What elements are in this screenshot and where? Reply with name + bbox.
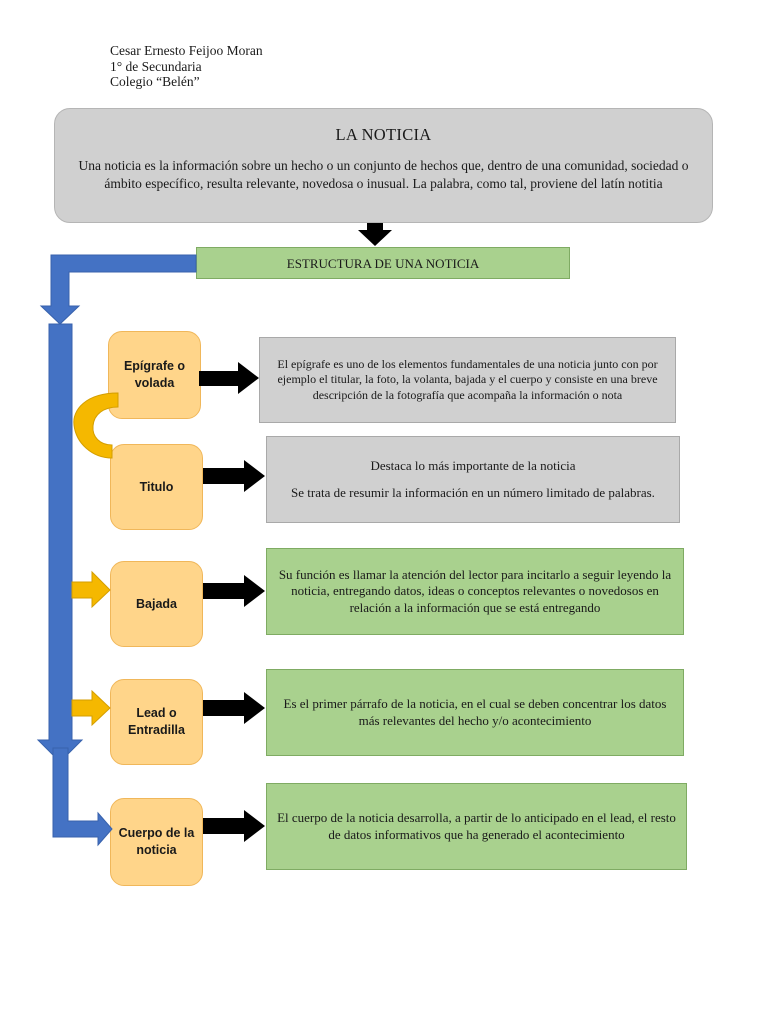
node-lead: Lead o Entradilla: [110, 679, 203, 765]
gold-curve-connector-icon: [73, 392, 119, 459]
desc-text: El cuerpo de la noticia desarrolla, a pa…: [277, 810, 676, 842]
node-cuerpo: Cuerpo de la noticia: [110, 798, 203, 886]
desc-text: Su función es llamar la atención del lec…: [278, 566, 672, 615]
right-arrow-icon: [199, 362, 259, 394]
desc-cuerpo: El cuerpo de la noticia desarrolla, a pa…: [266, 783, 687, 870]
desc-text: Destaca lo más importante de la noticia: [370, 458, 576, 473]
node-label: Cuerpo de la noticia: [118, 826, 195, 857]
grade-level: 1° de Secundaria: [110, 58, 202, 74]
blue-right-arrow-icon: [52, 747, 113, 847]
desc-bajada: Su función es llamar la atención del lec…: [266, 548, 684, 635]
school-name: Colegio “Belén”: [110, 74, 200, 89]
blue-bent-arrow-icon: [39, 254, 197, 325]
node-label: Epígrafe o volada: [123, 359, 186, 390]
desc-lead: Es el primer párrafo de la noticia, en e…: [266, 669, 684, 756]
node-bajada: Bajada: [110, 561, 203, 647]
node-label: Titulo: [139, 479, 174, 494]
node-label: Lead o Entradilla: [128, 706, 185, 737]
right-arrow-icon: [203, 810, 265, 842]
right-arrow-icon: [203, 692, 265, 724]
structure-box: ESTRUCTURA DE UNA NOTICIA: [196, 247, 570, 279]
desc-epigrafe: El epígrafe es uno de los elementos fund…: [259, 337, 676, 423]
diagram-title: LA NOTICIA: [335, 125, 432, 144]
desc-text: Se trata de resumir la información en un…: [291, 484, 655, 500]
node-label: Bajada: [136, 596, 177, 611]
right-arrow-icon: [203, 460, 265, 492]
desc-titulo: Destaca lo más importante de la noticia …: [266, 436, 680, 523]
desc-text: Es el primer párrafo de la noticia, en e…: [283, 696, 667, 728]
node-epigrafe: Epígrafe o volada: [108, 331, 201, 419]
gold-right-arrow-icon: [71, 689, 111, 727]
title-description: Una noticia es la información sobre un h…: [78, 158, 689, 191]
node-titulo: Titulo: [110, 444, 203, 530]
blue-down-arrow-icon: [36, 323, 84, 763]
author-name: Cesar Ernesto Feijoo Moran: [110, 43, 263, 58]
title-box: LA NOTICIA Una noticia es la información…: [54, 108, 713, 223]
down-arrow-icon: [358, 223, 392, 246]
author-header: Cesar Ernesto Feijoo Moran 1° de Secunda…: [110, 43, 263, 90]
desc-text: El epígrafe es uno de los elementos fund…: [277, 356, 658, 402]
gold-right-arrow-icon: [71, 570, 111, 609]
right-arrow-icon: [203, 575, 265, 607]
